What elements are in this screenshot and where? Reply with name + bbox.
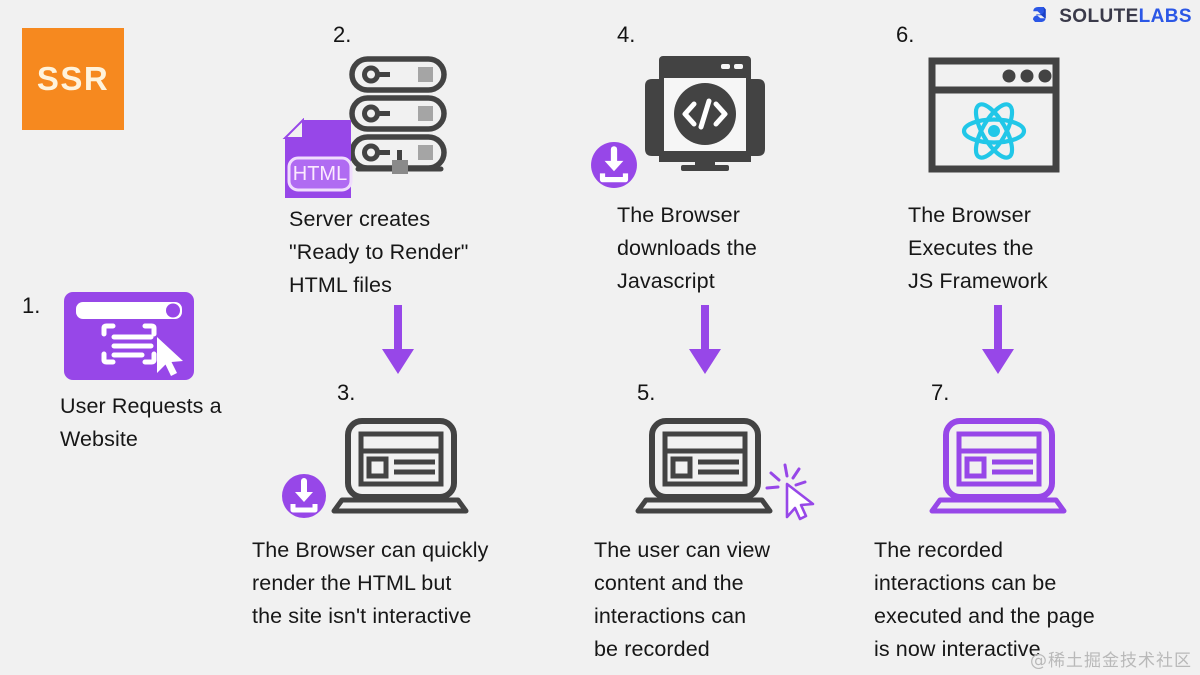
solutelabs-s-mark-icon: [1028, 2, 1052, 31]
html-file-icon: HTML: [281, 117, 357, 205]
ssr-badge: SSR: [22, 28, 124, 130]
arrow-step2-to-step3: [377, 305, 419, 380]
arrow-step6-to-step7: [977, 305, 1019, 380]
laptop-outline-purple-icon: [928, 418, 1068, 523]
brand-wordmark: SOLUTELABS: [1059, 7, 1192, 26]
monitor-code-icon: [637, 48, 773, 177]
laptop-outline-icon: [634, 418, 774, 523]
arrow-step4-to-step5: [684, 305, 726, 380]
laptop-outline-icon: [330, 418, 470, 523]
step-4-caption: The Browser downloads the Javascript: [617, 203, 757, 293]
step-1-caption: User Requests a Website: [60, 394, 222, 451]
server-stand-icon: [352, 148, 447, 181]
svg-text:HTML: HTML: [293, 163, 347, 185]
brand-logo: SOLUTELABS: [1028, 2, 1192, 31]
step-2-caption: Server creates "Ready to Render" HTML fi…: [289, 207, 469, 297]
step-5-caption: The user can view content and the intera…: [594, 538, 771, 661]
download-badge-icon: [590, 141, 638, 194]
step-6-caption: The Browser Executes the JS Framework: [908, 203, 1048, 293]
step-7-caption: The recorded interactions can be execute…: [874, 538, 1095, 661]
step-6-number: 6.: [896, 22, 915, 47]
browser-react-icon: [928, 57, 1060, 178]
brand-wordmark-part1: SOLUTE: [1059, 6, 1139, 27]
step-7-number: 7.: [931, 380, 950, 405]
step-3-caption: The Browser can quickly render the HTML …: [252, 538, 489, 628]
step-4-number: 4.: [617, 22, 636, 47]
step-3-number: 3.: [337, 380, 356, 405]
watermark: @稀土掘金技术社区: [1030, 651, 1192, 671]
step-1-number: 1.: [22, 293, 41, 318]
step-5-number: 5.: [637, 380, 656, 405]
server-rack-icon: [348, 55, 453, 185]
ssr-badge-label: SSR: [36, 60, 110, 97]
click-cursor-spark-icon: [765, 460, 827, 527]
download-badge-icon: [281, 473, 327, 524]
step-2-number: 2.: [333, 22, 352, 47]
brand-wordmark-part2: LABS: [1138, 6, 1192, 27]
browser-window-filled-cursor-icon: [62, 290, 196, 387]
